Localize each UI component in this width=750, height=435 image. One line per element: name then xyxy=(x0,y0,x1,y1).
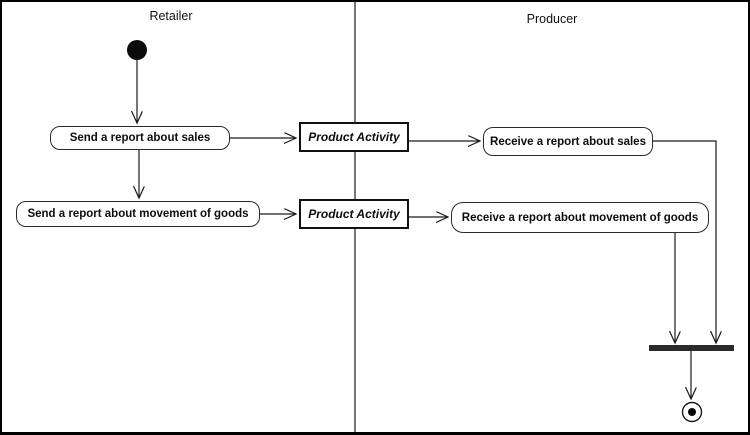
join-bar xyxy=(649,345,734,351)
edge-receive-sales-to-join xyxy=(653,140,716,343)
action-receive-report-about-sales: Receive a report about sales xyxy=(483,127,653,156)
object-node-product-activity-2: Product Activity xyxy=(299,199,409,229)
lane-title-retailer: Retailer xyxy=(149,9,193,23)
initial-node xyxy=(127,40,147,60)
object-node-product-activity-1: Product Activity xyxy=(299,122,409,152)
action-send-report-about-sales: Send a report about sales xyxy=(50,126,230,150)
action-receive-report-about-movement-of-goods: Receive a report about movement of goods xyxy=(451,202,709,233)
action-send-report-about-movement-of-goods: Send a report about movement of goods xyxy=(16,201,260,227)
final-node-inner xyxy=(688,408,696,416)
lane-title-producer: Producer xyxy=(526,12,578,26)
